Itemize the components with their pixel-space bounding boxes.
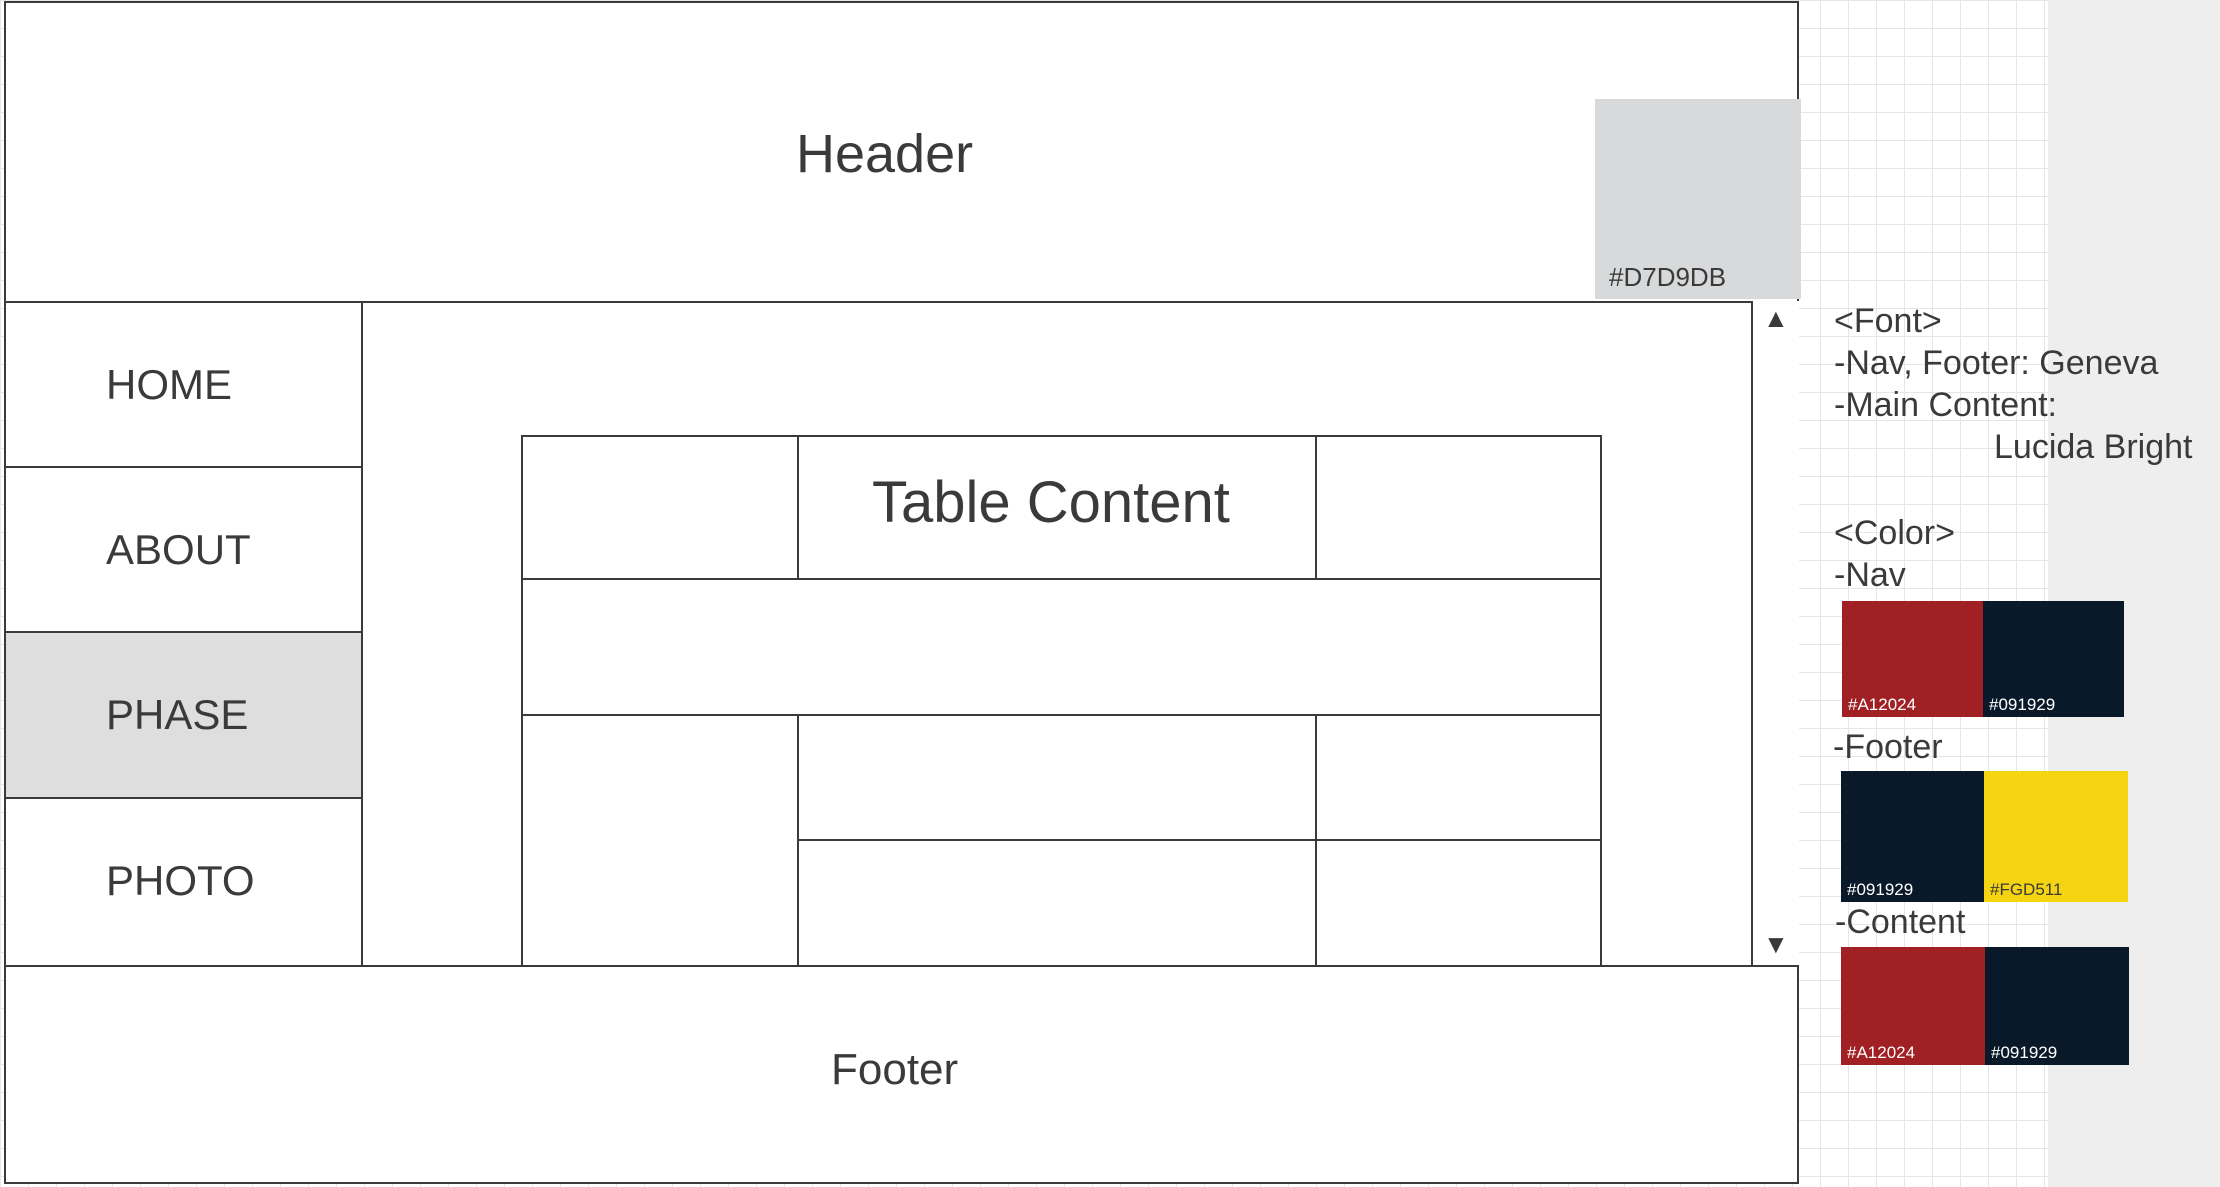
swatch-label: #091929 <box>1991 1043 2058 1062</box>
table-row <box>521 578 1602 716</box>
footer-region: Footer <box>4 965 1799 1184</box>
font-nav-footer: -Nav, Footer: Geneva <box>1834 344 2159 382</box>
nav-item-label: PHOTO <box>106 857 255 904</box>
scroll-down-arrow[interactable]: ▼ <box>1763 929 1789 959</box>
font-main-content: -Main Content: <box>1834 386 2057 424</box>
table-cell <box>521 714 799 967</box>
table-cell <box>797 714 1317 841</box>
font-main-content-value: Lucida Bright <box>1994 428 2193 466</box>
table-cell <box>797 839 1317 967</box>
nav-item-phase[interactable]: PHASE <box>4 631 363 799</box>
table-cell <box>521 435 799 580</box>
table-title: Table Content <box>872 470 1230 535</box>
nav-item-label: ABOUT <box>106 526 251 573</box>
design-notes: <Font> -Nav, Footer: Geneva -Main Conten… <box>1834 300 2192 596</box>
font-heading: <Font> <box>1834 302 1942 340</box>
header-color-swatch: #D7D9DB <box>1595 99 1801 299</box>
color-heading: <Color> <box>1834 514 1955 552</box>
table-title-cell <box>797 435 1317 580</box>
content-color-swatch-navy: #091929 <box>1985 947 2129 1065</box>
nav-item-label: HOME <box>106 361 232 408</box>
nav-color-swatch-navy: #091929 <box>1983 601 2124 717</box>
table-cell <box>1315 714 1602 841</box>
footer-color-swatch-navy: #091929 <box>1841 771 1984 902</box>
nav-item-photo[interactable]: PHOTO <box>4 797 363 967</box>
table-cell <box>1315 435 1602 580</box>
swatch-label: #A12024 <box>1847 1043 1916 1062</box>
footer-color-label: -Footer <box>1833 728 1943 766</box>
scrollbar[interactable]: ▲ ▼ <box>1751 301 1799 967</box>
header-color-label: #D7D9DB <box>1609 262 1727 292</box>
footer-color-swatch-yellow: #FGD511 <box>1984 771 2128 902</box>
footer-title: Footer <box>831 1045 959 1094</box>
content-color-label: -Content <box>1835 903 1966 941</box>
scroll-up-arrow[interactable]: ▲ <box>1763 303 1789 333</box>
swatch-label: #091929 <box>1847 880 1914 899</box>
nav-item-home[interactable]: HOME <box>4 301 363 468</box>
table-cell <box>1315 839 1602 969</box>
nav-item-about[interactable]: ABOUT <box>4 466 363 633</box>
content-color-swatch-red: #A12024 <box>1841 947 1985 1065</box>
swatch-label: #091929 <box>1989 695 2056 714</box>
nav-color-swatch-red: #A12024 <box>1842 601 1983 717</box>
nav-item-label: PHASE <box>106 691 249 738</box>
header-region: Header #D7D9DB <box>4 1 1801 303</box>
header-title: Header <box>796 124 974 184</box>
swatch-label: #FGD511 <box>1990 880 2063 899</box>
nav-color-label: -Nav <box>1834 556 1906 594</box>
wireframe-frame: Header #D7D9DB HOME ABOUT PHASE PHOTO ▲ … <box>4 1 1801 1184</box>
swatch-label: #A12024 <box>1848 695 1917 714</box>
